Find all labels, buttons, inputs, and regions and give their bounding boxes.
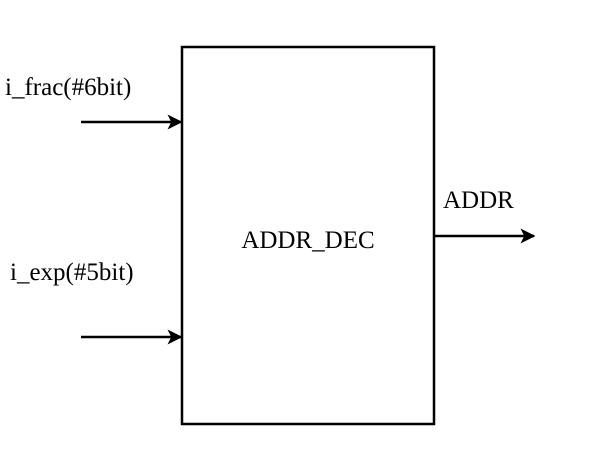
input-label-i-frac: i_frac(#6bit) [5,74,131,101]
output-label-addr: ADDR [443,187,514,214]
addr-dec-block [180,45,436,426]
input-label-i-exp: i_exp(#5bit) [10,259,134,286]
block-label: ADDR_DEC [241,227,374,254]
